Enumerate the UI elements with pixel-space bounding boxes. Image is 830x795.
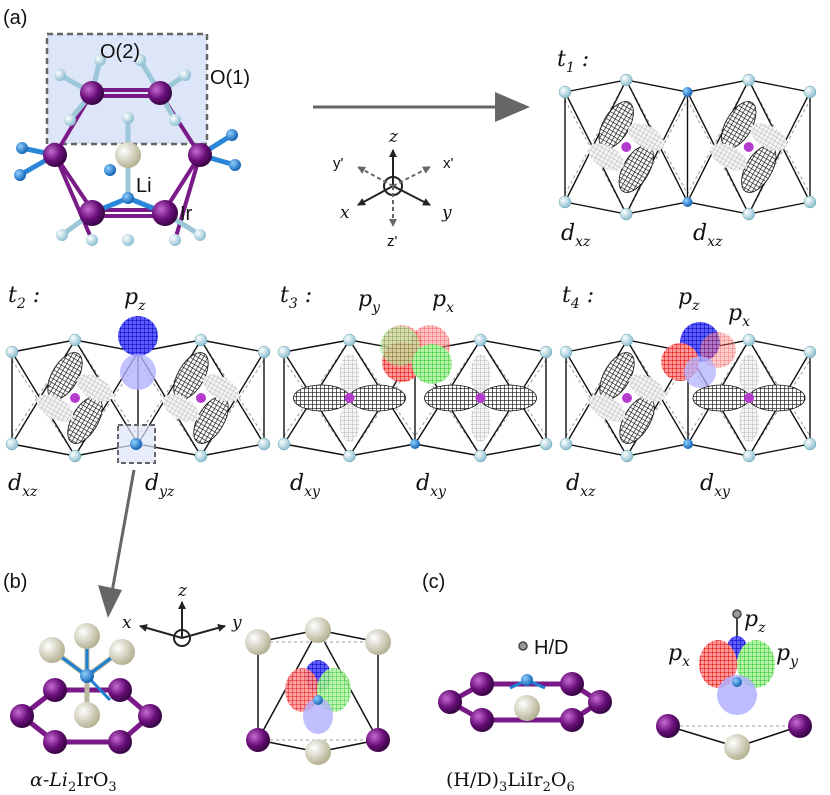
axis-x-label: x <box>340 203 350 223</box>
axis-cross-b <box>139 601 226 647</box>
axis-xp-label: x' <box>443 155 454 172</box>
t1-label: t1 : <box>557 47 589 76</box>
o1-label: O(1) <box>210 67 250 89</box>
axis-y-label: y <box>441 203 452 223</box>
axis-zp-label: z' <box>387 233 398 250</box>
t2-highlight-box <box>117 424 156 464</box>
t2-label: t2 : <box>8 283 40 312</box>
t2-frame <box>5 333 271 463</box>
b-axis-z: z <box>177 581 188 601</box>
t4-label: t4 : <box>562 283 594 312</box>
axis-z-label: z <box>388 127 399 147</box>
panel-c-label: (c) <box>422 571 445 593</box>
t1-orbital-right: dxz <box>693 221 723 250</box>
t4-px-label: px <box>728 301 750 330</box>
axis-cross <box>357 149 431 227</box>
t3-orbital-left: dxy <box>290 471 321 500</box>
zoom-arrow <box>110 469 136 593</box>
t1-frame <box>558 73 817 221</box>
ir-label: Ir <box>180 203 193 225</box>
b-octahedron-left <box>10 623 162 754</box>
t3-orbital-right: dxy <box>416 471 447 500</box>
t4-pz-label: pz <box>678 285 700 314</box>
ligand-p-orbitals <box>118 316 736 390</box>
t4-orbital-left: dxz <box>566 471 596 500</box>
b-axis-y: y <box>231 613 242 633</box>
t3-px-label: px <box>432 287 454 316</box>
panel-a-label: (a) <box>3 7 27 29</box>
c-pz-label: pz <box>744 607 766 636</box>
t3-py-label: py <box>358 287 381 316</box>
zoom-arrow-head <box>98 585 122 618</box>
caption-c: (H/D)3LiIr2O6 <box>446 769 575 795</box>
t4-frame <box>559 333 817 463</box>
t2-p-label: pz <box>124 285 146 314</box>
t4-orbital-right: dxy <box>700 471 731 500</box>
c-py-label: py <box>776 641 799 670</box>
hopping-frames <box>5 73 817 463</box>
t1-orbital-left: dxz <box>561 221 591 250</box>
t2-orbital-left: dxz <box>8 471 38 500</box>
transition-arrow-head <box>495 92 530 122</box>
t2-orbital-right: dyz <box>145 471 175 500</box>
b-octahedron-right <box>245 617 391 765</box>
crystal-structure <box>14 32 241 246</box>
panel-b-label: (b) <box>3 571 27 593</box>
axis-yp-label: y' <box>333 155 344 172</box>
c-orbitals-right <box>656 609 812 760</box>
c-hexagon-left <box>438 641 612 732</box>
hd-label: H/D <box>534 637 568 659</box>
b-axis-x: x <box>122 613 132 633</box>
li-label: Li <box>136 175 152 197</box>
c-px-label: px <box>668 641 690 670</box>
o2-label: O(2) <box>100 41 140 63</box>
caption-b: α-Li2IrO3 <box>30 769 117 795</box>
t3-label: t3 : <box>280 283 312 312</box>
